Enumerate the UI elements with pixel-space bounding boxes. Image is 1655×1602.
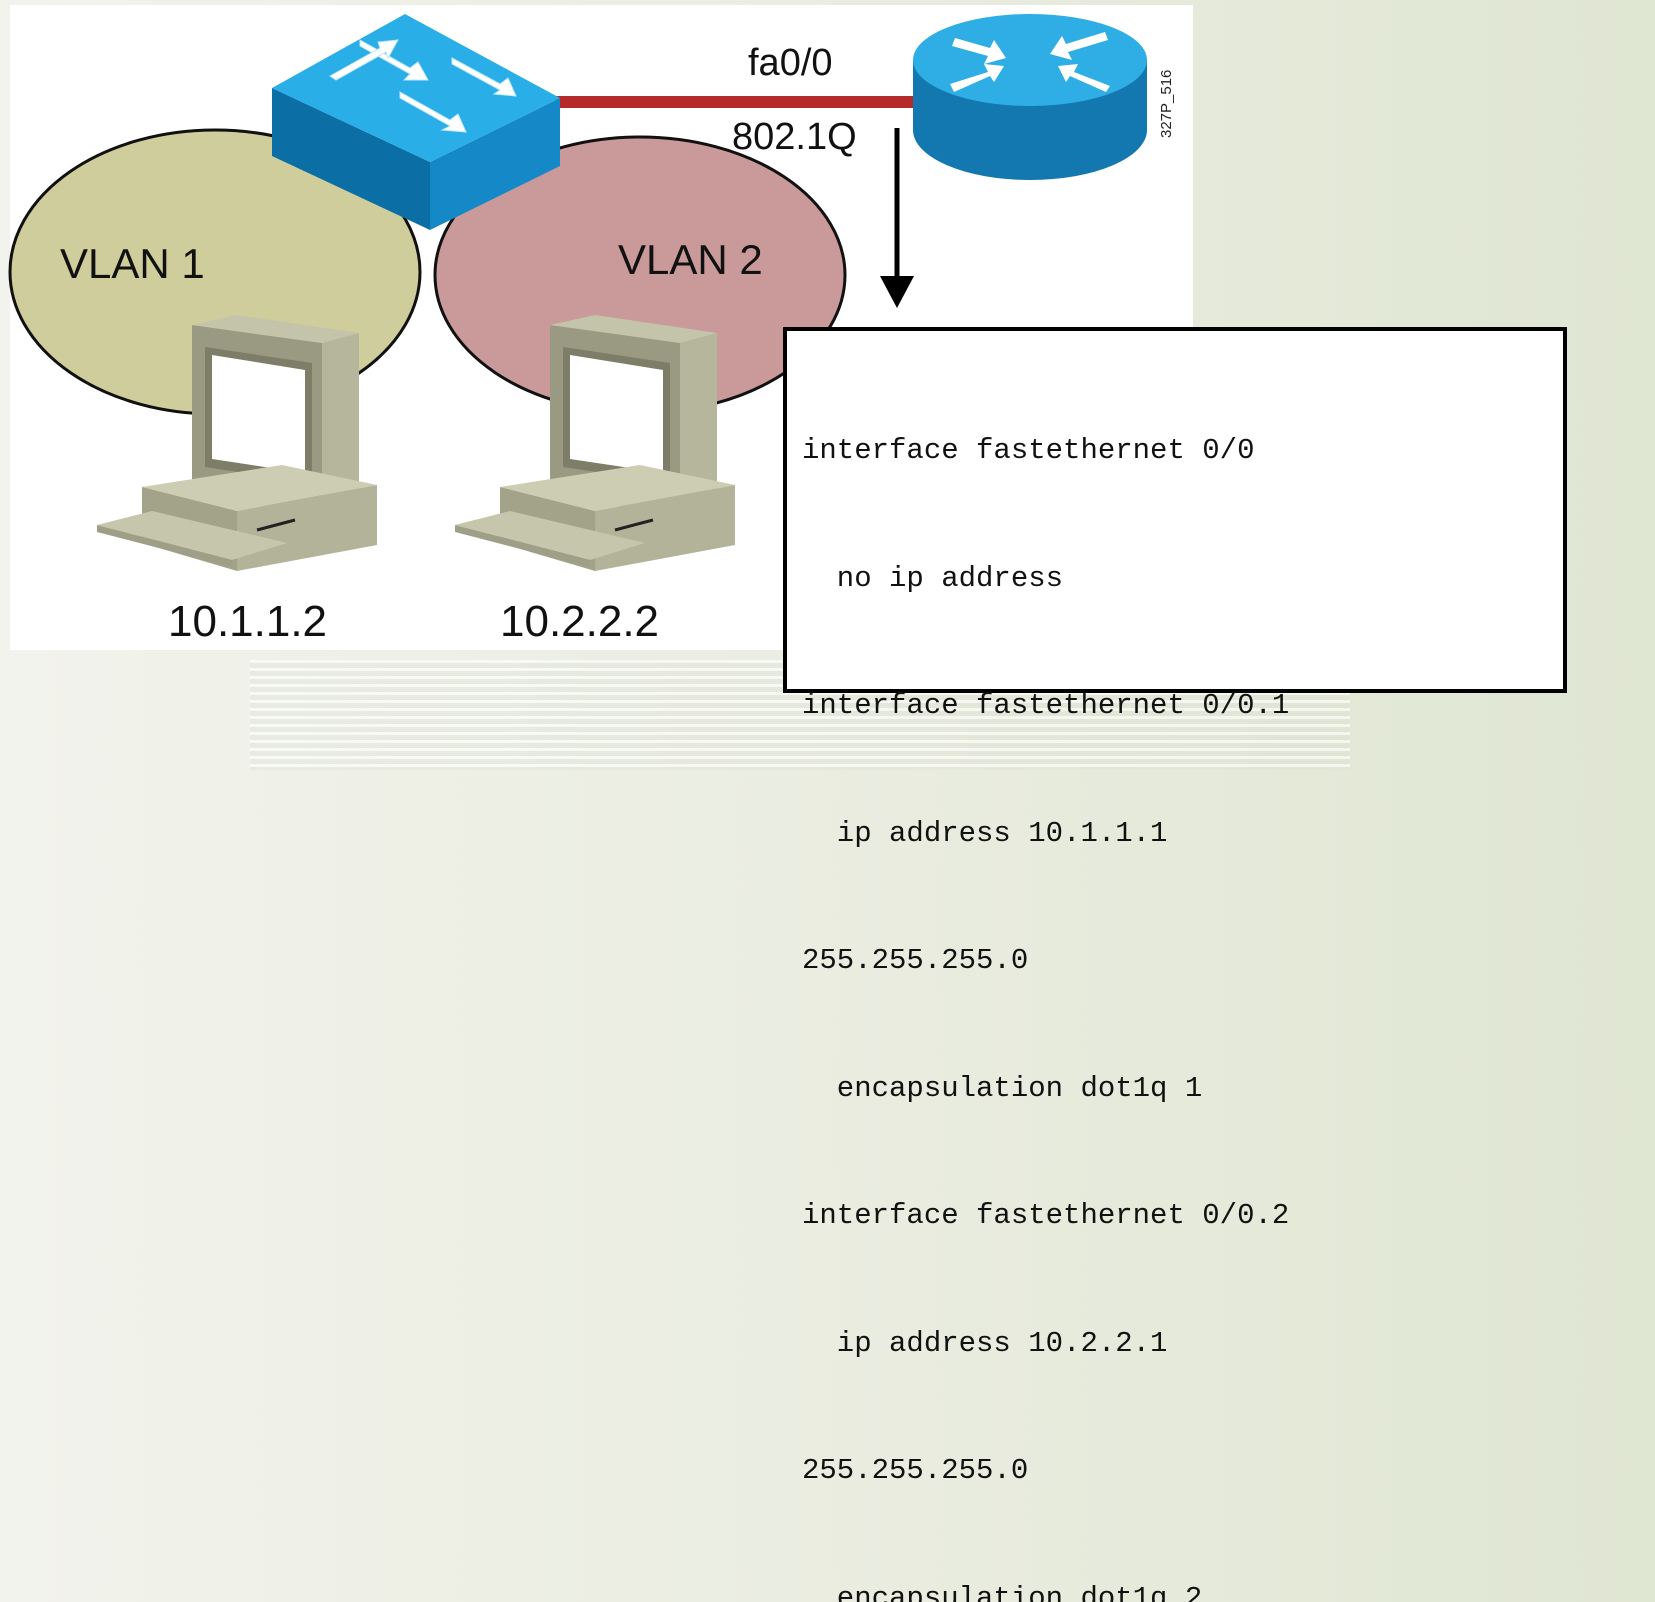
down-arrow-icon: [880, 128, 914, 308]
config-line: ip address 10.1.1.1: [802, 813, 1289, 856]
config-line: interface fastethernet 0/0.1: [802, 685, 1289, 728]
host-1-ip-label: 10.1.1.2: [168, 597, 327, 647]
trunk-protocol-label: 802.1Q: [732, 116, 857, 159]
vlan-1-label: VLAN 1: [60, 240, 205, 288]
config-line: interface fastethernet 0/0: [802, 430, 1289, 473]
vlan-2-label: VLAN 2: [618, 236, 763, 284]
config-line: 255.255.255.0: [802, 940, 1289, 983]
config-text: interface fastethernet 0/0 no ip address…: [802, 345, 1289, 1602]
figure-code: 327P_516: [1158, 70, 1175, 138]
config-line: encapsulation dot1q 1: [802, 1068, 1289, 1111]
host-2-ip-label: 10.2.2.2: [500, 597, 659, 647]
interface-label: fa0/0: [748, 42, 833, 85]
router-icon: [913, 14, 1147, 180]
config-line: interface fastethernet 0/0.2: [802, 1195, 1289, 1238]
config-line: no ip address: [802, 558, 1289, 601]
config-line: 255.255.255.0: [802, 1450, 1289, 1493]
config-line: ip address 10.2.2.1: [802, 1323, 1289, 1366]
config-line: encapsulation dot1q 2: [802, 1578, 1289, 1602]
